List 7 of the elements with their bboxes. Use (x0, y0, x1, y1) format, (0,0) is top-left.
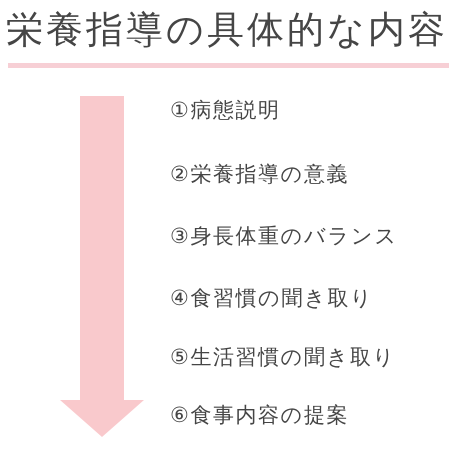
list-item-text: ①病態説明 (170, 97, 280, 124)
list-item-text: ⑥食事内容の提案 (170, 402, 349, 429)
title: 栄養指導の具体的な内容 (6, 7, 448, 53)
list-item-text: ②栄養指導の意義 (170, 161, 349, 188)
list-item-text: ⑤生活習慣の聞き取り (170, 344, 396, 371)
list-item-text: ③身長体重のバランス (170, 223, 398, 250)
list-item-text: ④食習慣の聞き取り (170, 285, 374, 312)
